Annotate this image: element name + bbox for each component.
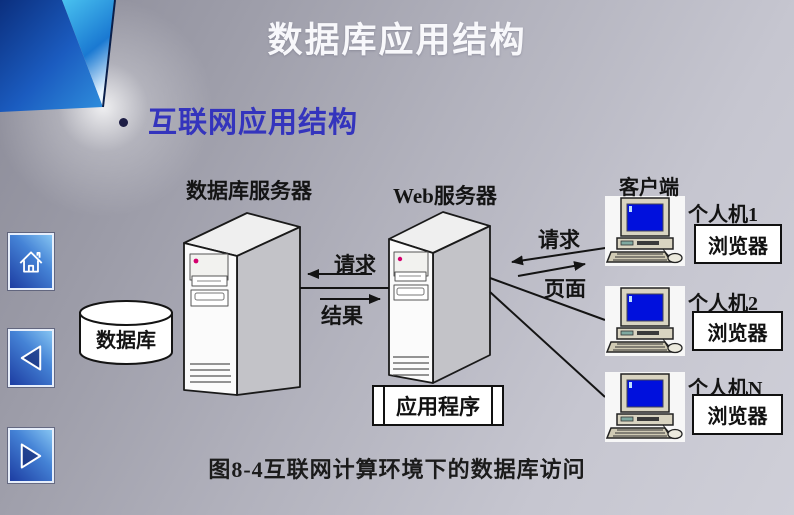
web-server-tower [388,211,491,384]
forward-button[interactable] [8,428,54,483]
browser-box-1: 浏览器 [694,224,782,264]
client-label: 客户端 [619,177,679,199]
bullet-heading: 互联网应用结构 [148,107,359,139]
back-button[interactable] [8,329,54,387]
app-box-inner-line [383,387,385,424]
app-box-inner-line [491,387,493,424]
database-label: 数据库 [96,330,156,352]
application-box: 应用程序 [372,385,504,426]
pc1-computer-icon [604,195,686,267]
pc1-label: 个人机1 [688,204,758,226]
browser-box-1-label: 浏览器 [708,235,768,258]
figure-caption: 图8-4互联网计算环境下的数据库访问 [208,457,586,482]
db-server-tower [183,212,301,396]
left-triangle-icon [20,345,42,371]
pcn-computer-icon [604,371,686,443]
db-server-label: 数据库服务器 [186,179,312,203]
web-server-label: Web服务器 [393,184,497,208]
home-button[interactable] [8,233,54,290]
browser-box-3-label: 浏览器 [707,406,768,428]
browser-box-2: 浏览器 [692,311,783,351]
browser-box-3: 浏览器 [692,394,783,435]
line-to-pcn [489,291,606,398]
page-title: 数据库应用结构 [267,21,527,60]
power-led [193,258,199,264]
server-request-label: 请求 [334,253,376,277]
house-icon [19,250,43,273]
client-page-label: 页面 [544,277,586,301]
pc2-label: 个人机2 [688,293,758,315]
browser-box-2-label: 浏览器 [707,322,768,345]
client-request-label: 请求 [538,228,580,252]
server-result-label: 结果 [321,304,363,328]
application-box-label: 应用程序 [396,394,480,419]
bullet-dot [119,118,128,127]
power-led [397,256,403,262]
pc2-computer-icon [604,285,686,357]
right-triangle-icon [20,442,42,469]
